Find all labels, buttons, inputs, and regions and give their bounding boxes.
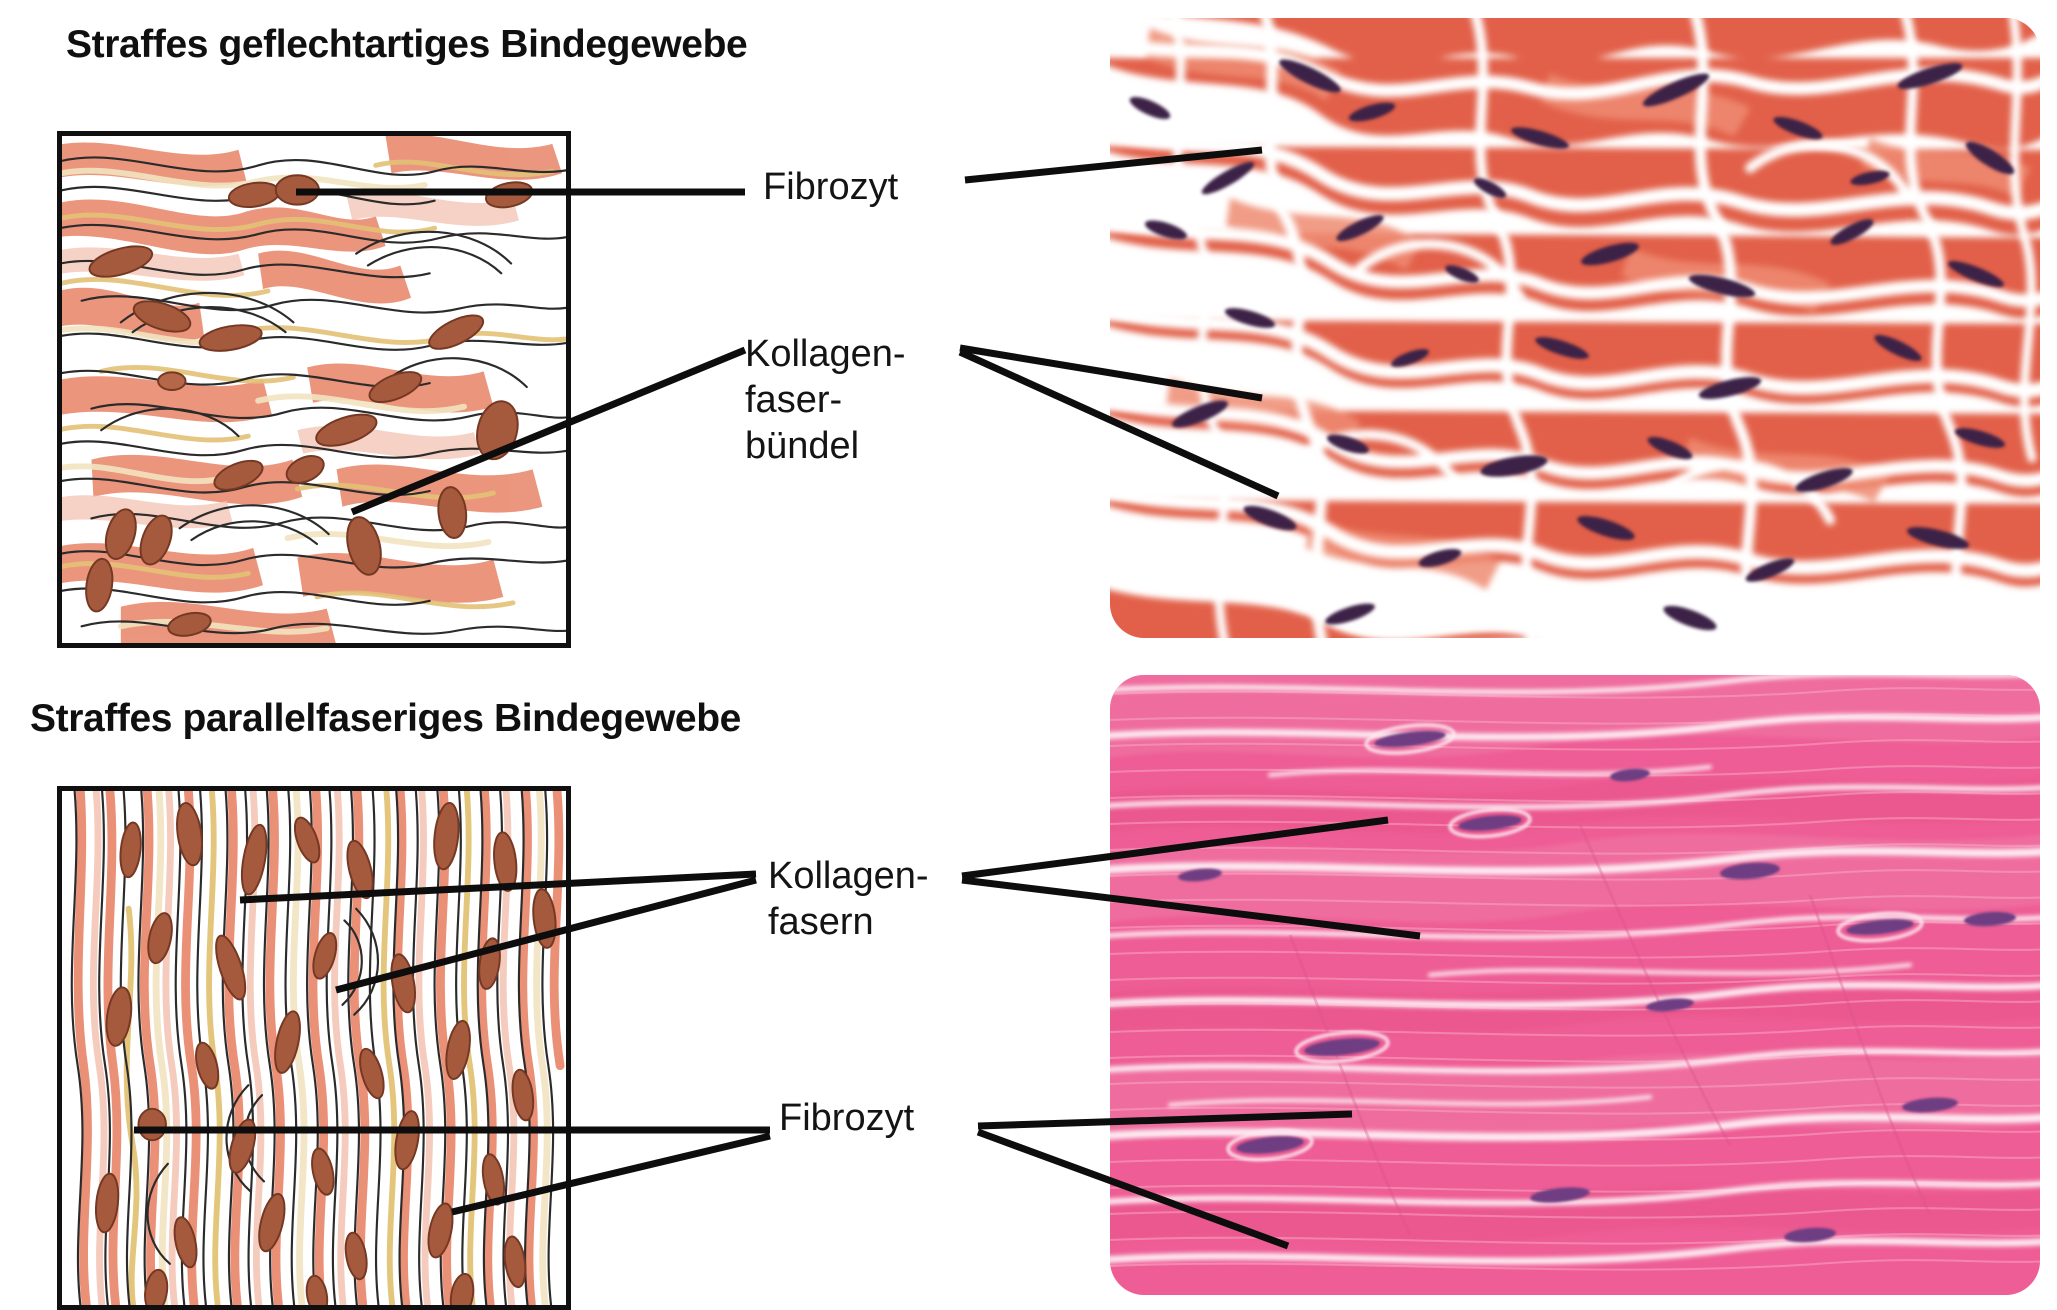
label-kollagenfaserbuendel: Kollagen- faser- bündel <box>745 333 906 467</box>
section-title-parallel: Straffes parallelfaseriges Bindegewebe <box>30 697 741 740</box>
elastic-fiber-accents-pale <box>152 791 551 1305</box>
label-fibrozyt-parallel: Fibrozyt <box>779 1097 915 1139</box>
label-kollagenfasern: Kollagen- fasern <box>768 855 929 943</box>
interbundle-clefts <box>1110 18 2040 638</box>
collagen-fiber-strands-pale <box>89 791 518 1305</box>
illustration-woven-svg <box>62 136 566 643</box>
elastic-fiber-accents-pale <box>62 167 492 635</box>
micrograph-parallel-connective-tissue <box>1110 675 2040 1295</box>
section-title-woven: Straffes geflechtartiges Bindegewebe <box>66 23 748 66</box>
fibrocyte-nuclei-micrograph <box>1129 59 2015 631</box>
illustration-woven-connective-tissue <box>57 131 571 648</box>
illustration-parallel-svg <box>62 791 566 1305</box>
micrograph-parallel-svg <box>1110 675 2040 1295</box>
micrograph-woven-connective-tissue <box>1110 18 2040 638</box>
label-fibrozyt-woven: Fibrozyt <box>763 166 899 208</box>
section-creases <box>1288 824 1932 1236</box>
fiber-contour-lines <box>70 791 555 1305</box>
nuclei-halos <box>1226 723 1924 1162</box>
micrograph-woven-svg <box>1110 18 2040 638</box>
collagen-fiber-strands <box>73 791 565 1305</box>
illustration-parallel-connective-tissue <box>57 786 571 1310</box>
